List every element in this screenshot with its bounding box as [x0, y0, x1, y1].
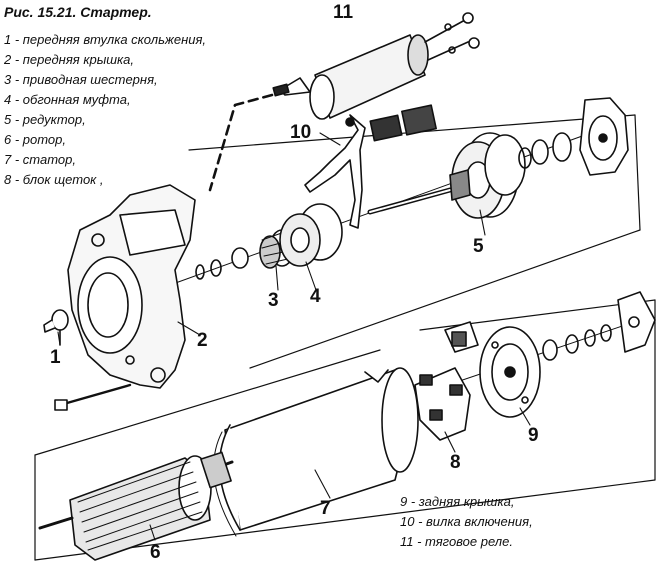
upper-shaft-rings: [195, 247, 249, 280]
callout-6: 6: [150, 542, 161, 563]
callout-2: 2: [197, 330, 208, 351]
figure-title: Рис. 15.21. Стартер.: [4, 4, 152, 20]
legend-item: 4 - обгонная муфта,: [4, 92, 131, 107]
callout-5: 5: [473, 236, 484, 257]
callout-leaders: [57, 132, 531, 541]
rear-end-plate-upper: [579, 97, 629, 176]
callout-3: 3: [268, 290, 279, 311]
legend-item: 11 - тяговое реле.: [400, 534, 513, 549]
legend-item: 2 - передняя крышка,: [4, 52, 135, 67]
rotor-armature: [38, 451, 234, 561]
callout-11: 11: [333, 2, 354, 23]
legend-item: 3 - приводная шестерня,: [4, 72, 158, 87]
legend-item: 5 - редуктор,: [4, 112, 86, 127]
rear-shaft-rings: [542, 291, 656, 361]
legend-item: 9 - задняя крышка,: [400, 494, 515, 509]
upper-panel-outline: [188, 114, 641, 369]
solenoid-relay: [272, 12, 480, 120]
legend-item: 6 - ротор,: [4, 132, 66, 147]
front-bushing: [43, 309, 69, 346]
plunger-link-dashed: [208, 93, 274, 192]
callout-9: 9: [528, 425, 539, 446]
callout-8: 8: [450, 452, 461, 473]
rear-cover: [479, 326, 541, 418]
overrunning-clutch: [279, 203, 343, 267]
legend-item: 7 - статор,: [4, 152, 76, 167]
callout-4: 4: [310, 286, 321, 307]
reducer-shaft: [367, 187, 453, 215]
planetary-reducer: [449, 132, 572, 219]
legend-item: 10 - вилка включения,: [400, 514, 533, 529]
callout-10: 10: [290, 122, 312, 143]
legend-bottom: 9 - задняя крышка, 10 - вилка включения,…: [400, 492, 533, 552]
stator-housing: [213, 367, 419, 537]
shift-fork: [304, 104, 437, 229]
legend-item: 1 - передняя втулка скольжения,: [4, 32, 207, 47]
front-cover: [54, 184, 196, 411]
legend-item: 8 - блок щеток ,: [4, 172, 104, 187]
callout-7: 7: [320, 498, 331, 519]
callout-1: 1: [50, 347, 61, 368]
legend-top: 1 - передняя втулка скольжения, 2 - пере…: [4, 30, 206, 190]
brush-holder-block: [414, 321, 479, 441]
